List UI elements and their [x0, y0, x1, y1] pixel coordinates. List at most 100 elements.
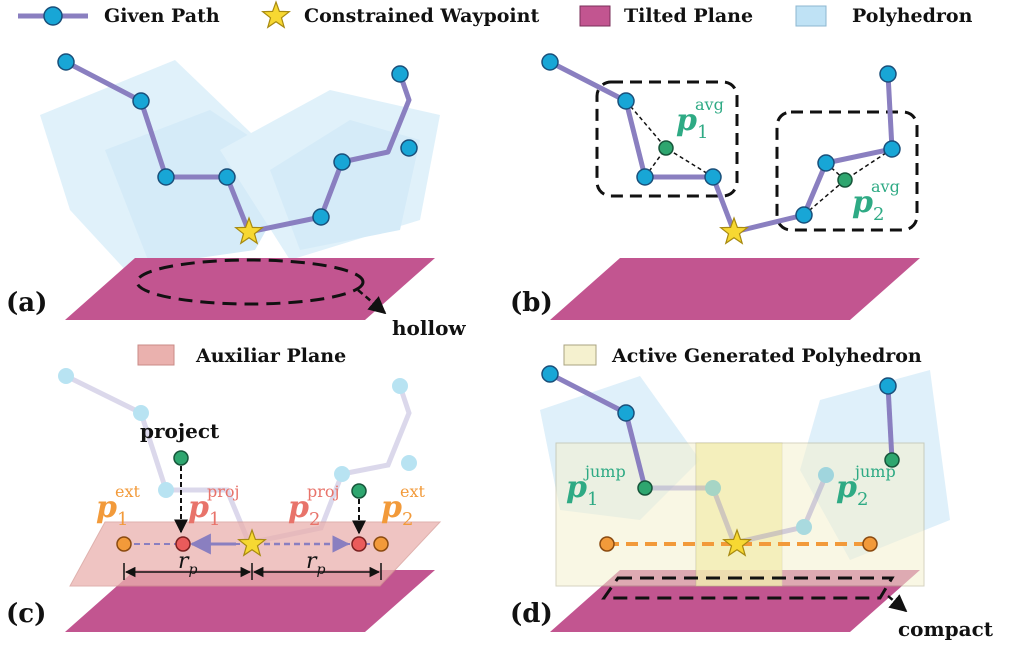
project-label: project: [140, 419, 220, 443]
panel-d: Active Generated Polyhedron: [510, 344, 994, 641]
panel-a-label: (a): [6, 288, 47, 318]
legend-constrained-waypoint-label: Constrained Waypoint: [304, 5, 539, 27]
waypoint: [218, 168, 236, 186]
aux-plane-swatch-icon: [137, 344, 175, 366]
p1-ext-sup: ext: [115, 482, 140, 501]
faded-waypoint: [818, 467, 834, 483]
avg-link: [665, 147, 714, 178]
waypoint: [400, 139, 418, 157]
hollow-arrow: [357, 289, 387, 315]
p1-avg-label: p1: [676, 103, 708, 143]
hollow-label: hollow: [392, 316, 466, 340]
avg-point-1-c: [173, 450, 189, 466]
legend-given-path-label: Given Path: [104, 5, 220, 27]
waypoint: [636, 168, 654, 186]
legend-constrained-waypoint: Constrained Waypoint: [262, 1, 539, 28]
waypoint: [879, 65, 897, 83]
legend: Given Path Constrained Waypoint Tilted P…: [18, 1, 973, 28]
p2-jump-sup: jump: [853, 462, 896, 481]
panel-b-label: (b): [510, 288, 553, 318]
waypoint: [157, 168, 175, 186]
p2-jump-label: p2: [836, 470, 868, 510]
waypoint: [391, 65, 409, 83]
avg-link: [844, 148, 893, 181]
p1-jump-point: [637, 480, 653, 496]
waypoint: [817, 154, 835, 172]
p2-proj-label: p2: [288, 490, 320, 530]
p2-proj-sup: proj: [307, 482, 339, 501]
auxiliar-plane: [69, 521, 442, 587]
p2-proj-point: [351, 536, 367, 552]
active-poly-overlap: [696, 443, 782, 586]
avg-point-2-c: [351, 483, 367, 499]
waypoint: [795, 206, 813, 224]
p1-jump-label: p1: [566, 470, 598, 510]
avg-link: [625, 100, 667, 149]
compact-outline: [601, 576, 895, 600]
p2-ext-sup: ext: [400, 482, 425, 501]
legend-polyhedron: Polyhedron: [795, 5, 973, 27]
faded-waypoint: [58, 368, 74, 384]
p1-avg-sup: avg: [695, 95, 724, 114]
p2-avg-sup: avg: [871, 177, 900, 196]
panel-d-label: (d): [510, 599, 553, 629]
compact-arrow: [887, 594, 908, 613]
panel-c: Auxiliar Plane project: [6, 344, 442, 632]
legend-tilted-plane-label: Tilted Plane: [624, 5, 753, 27]
waypoint: [541, 53, 559, 71]
faded-waypoint: [158, 482, 174, 498]
avg-link: [803, 179, 846, 216]
polyhedra-a: [40, 60, 440, 275]
tilted-plane-a: [65, 258, 435, 320]
panel-c-label: (c): [6, 599, 46, 629]
p1-ext-point: [116, 536, 132, 552]
p1-proj-sup: proj: [207, 482, 239, 501]
panel-b: p1 avg p2 avg (b): [510, 53, 920, 320]
constrained-waypoint-star-icon: [720, 217, 748, 244]
p1-ext-label: p1: [96, 490, 128, 530]
compact-label: compact: [898, 617, 994, 641]
hollow-ellipse: [135, 258, 365, 306]
waypoint: [883, 140, 901, 158]
faded-waypoint: [705, 480, 721, 496]
waypoint: [704, 168, 722, 186]
tilted-plane-swatch-icon: [579, 5, 611, 27]
given-path-a: [64, 59, 412, 235]
faded-waypoint: [392, 378, 408, 394]
waypoint: [57, 53, 75, 71]
cluster-box-1: [595, 80, 739, 198]
given-path-b: [548, 59, 895, 235]
waypoint: [333, 153, 351, 171]
avg-point-2: [837, 172, 853, 188]
star-icon: [262, 1, 290, 28]
given-path-d-right: [885, 385, 895, 461]
avg-point-1: [658, 140, 674, 156]
faded-waypoint: [334, 466, 350, 482]
p1-ext-point-d: [599, 536, 615, 552]
faded-waypoint: [796, 519, 812, 535]
aux-plane-legend-label: Auxiliar Plane: [195, 345, 346, 367]
waypoint: [617, 404, 635, 422]
panel-a: hollow (a): [6, 53, 466, 340]
cluster-box-2: [775, 110, 919, 232]
p1-jump-sup: jump: [583, 462, 626, 481]
faded-waypoint: [401, 455, 417, 471]
p2-ext-label: p2: [381, 490, 413, 530]
p2-ext-point-d: [862, 536, 878, 552]
p1-proj-label: p1: [188, 490, 220, 530]
waypoint-node-icon: [43, 6, 63, 26]
waypoint: [312, 208, 330, 226]
legend-given-path: Given Path: [18, 5, 220, 27]
active-poly-legend-label: Active Generated Polyhedron: [611, 345, 922, 367]
waypoint: [541, 365, 559, 383]
active-poly-swatch-icon: [563, 344, 597, 366]
waypoint: [879, 377, 897, 395]
waypoint: [617, 92, 635, 110]
active-poly-right: [695, 442, 925, 587]
legend-polyhedron-label: Polyhedron: [852, 5, 973, 27]
p2-avg-label: p2: [852, 185, 884, 225]
faded-waypoint: [133, 405, 149, 421]
polyhedron-swatch-icon: [795, 5, 827, 27]
waypoint: [132, 92, 150, 110]
p2-ext-point: [373, 536, 389, 552]
